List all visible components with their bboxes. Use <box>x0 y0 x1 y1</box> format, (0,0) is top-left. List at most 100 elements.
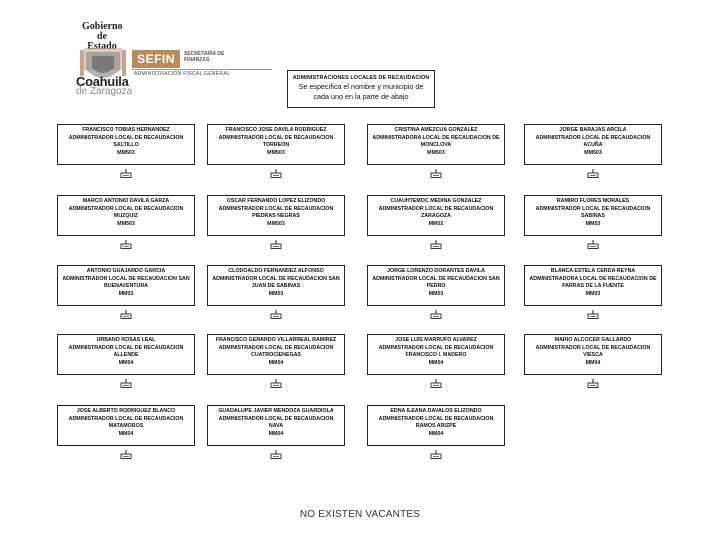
position-place: CUATROCIENEGAS <box>251 352 301 359</box>
subordinate-connector-icon <box>270 379 282 388</box>
position-name: BLANCA ESTELA CERDA REYNA <box>550 268 636 274</box>
subordinate-connector-icon <box>587 379 599 388</box>
position-role: ADMINISTRADOR LOCAL DE RECAUDACION <box>535 205 651 212</box>
position-place: ALLENDE <box>113 352 139 359</box>
header-note-line-1: Se especifica el nombre y municipio de <box>298 82 424 91</box>
position-level: MM503 <box>427 149 445 156</box>
subordinate-connector-icon <box>120 379 132 388</box>
position-role: ADMINISTRADOR LOCAL DE RECAUDACION <box>218 134 334 141</box>
subordinate-connector-icon <box>430 450 442 459</box>
position-level: MM503 <box>117 220 135 227</box>
position-place: FRANCISCO I. MADERO <box>405 352 467 359</box>
coahuila-wordmark: Coahuila <box>76 74 129 89</box>
position-name: JORGE BARAJAS ARCILA <box>559 127 627 133</box>
de-estado-text: de Estado <box>87 31 117 52</box>
position-place: SABINAS <box>581 213 605 220</box>
position-place: VIESCA <box>583 352 603 359</box>
position-role: ADMINISTRADOR LOCAL DE RECAUDACION <box>218 205 334 212</box>
position-level: MM04 <box>428 359 444 366</box>
subordinate-connector-icon <box>120 450 132 459</box>
subordinate-connector-icon <box>120 169 132 178</box>
position-place: MATAMOROS <box>108 423 144 430</box>
zaragoza-wordmark: de Zaragoza <box>76 86 133 97</box>
position-role: ADMINISTRADOR LOCAL DE RECAUDACION <box>68 205 184 212</box>
position-name: JOSE LUIS MARRUFO ALVAREZ <box>395 337 477 343</box>
position-level: MM503 <box>267 220 285 227</box>
position-level: MM04 <box>585 359 601 366</box>
position-level: MM02 <box>428 220 444 227</box>
position-name: EDNA ILEANA DAVALOS ELIZONDO <box>390 408 482 414</box>
position-name: CLODOALDO FERNANDEZ ALFONSO <box>228 268 324 274</box>
header-note-line-2: cada uno en la parte de abajo <box>313 92 409 101</box>
sefin-subtitle: SECRETARÍA DE FINANZAS <box>184 51 225 63</box>
subordinate-connector-icon <box>430 379 442 388</box>
position-role: ADMINISTRADOR LOCAL DE RECAUDACION <box>378 344 494 351</box>
subordinate-connector-icon <box>430 310 442 319</box>
position-role: ADMINISTRADOR LOCAL DE RECAUDACION <box>218 344 334 351</box>
position-level: MM503 <box>267 149 285 156</box>
position-name: RAMIRO FLORES MORALES <box>556 198 630 204</box>
position-level: MM503 <box>584 149 602 156</box>
position-name: FRANCISCO JOSE DAVILA RODRIGUEZ <box>225 127 327 133</box>
position-name: MARIO ALCOCER GALLARDO <box>554 337 632 343</box>
subordinate-connector-icon <box>270 240 282 249</box>
subordinate-connector-icon <box>587 169 599 178</box>
position-level: MM04 <box>268 359 284 366</box>
position-level: MM04 <box>268 430 284 437</box>
vacancy-note: NO EXISTEN VACANTES <box>299 509 421 520</box>
gobierno-estado-wordmark: Gobierno de Estado <box>82 21 123 52</box>
org-chart-header: ADMINISTRACIONES LOCALES DE RECAUDACION … <box>287 70 435 108</box>
position-role: ADMINISTRADOR LOCAL DE RECAUDACION <box>535 134 651 141</box>
subordinate-connector-icon <box>120 310 132 319</box>
position-role: ADMINISTRADOR LOCAL DE RECAUDACION SAN <box>372 275 500 282</box>
state-seal-icon <box>80 48 126 78</box>
position-name: OSCAR FERNANDO LOPEZ ELIZONDO <box>226 198 326 204</box>
position-role: ADMINISTRADOR LOCAL DE RECAUDACION <box>218 415 334 422</box>
position-name: CRISTINA AMEZCUA GONZALEZ <box>394 127 478 133</box>
position-level: MM03 <box>428 290 444 297</box>
position-place: PEDRO <box>426 283 446 290</box>
position-name: JORGE LORENZO DORANTES DAVILA <box>387 268 485 274</box>
position-level: MM04 <box>428 430 444 437</box>
position-role: ADMINISTRADOR LOCAL DE RECAUDACION SAN <box>62 275 190 282</box>
position-place: NAVA <box>268 423 284 430</box>
position-role: ADMINISTRADORA LOCAL DE RECAUDACION DE <box>529 275 657 282</box>
subordinate-connector-icon <box>270 310 282 319</box>
position-name: FRANCISCO GERARDO VILLARREAL RAMIREZ <box>215 337 337 343</box>
government-logo: Gobierno de Estado Coahuila de Zaragoza … <box>62 18 272 98</box>
position-place: PARRAS DE LA FUENTE <box>562 283 624 290</box>
position-place: ACUÑA <box>583 142 603 149</box>
position-place: PIEDRAS NEGRAS <box>252 213 300 220</box>
position-role: ADMINISTRADOR LOCAL DE RECAUDACION <box>68 415 184 422</box>
subordinate-connector-icon <box>587 310 599 319</box>
header-title: ADMINISTRACIONES LOCALES DE RECAUDACION <box>292 75 430 81</box>
gobierno-text: Gobierno <box>82 21 123 32</box>
position-place: SALTILLO <box>113 142 139 149</box>
position-place: TORREON <box>262 142 290 149</box>
position-level: MM03 <box>118 290 134 297</box>
position-role: ADMINISTRADOR LOCAL DE RECAUDACION <box>535 344 651 351</box>
position-role: ADMINISTRADOR LOCAL DE RECAUDACION SAN <box>212 275 340 282</box>
position-level: MM04 <box>118 430 134 437</box>
subordinate-connector-icon <box>270 169 282 178</box>
position-place: JUAN DE SABINAS <box>251 283 301 290</box>
position-role: ADMINISTRADOR LOCAL DE RECAUDACION <box>378 415 494 422</box>
position-role: ADMINISTRADOR LOCAL DE RECAUDACION <box>68 344 184 351</box>
position-place: MONCLOVA <box>420 142 452 149</box>
